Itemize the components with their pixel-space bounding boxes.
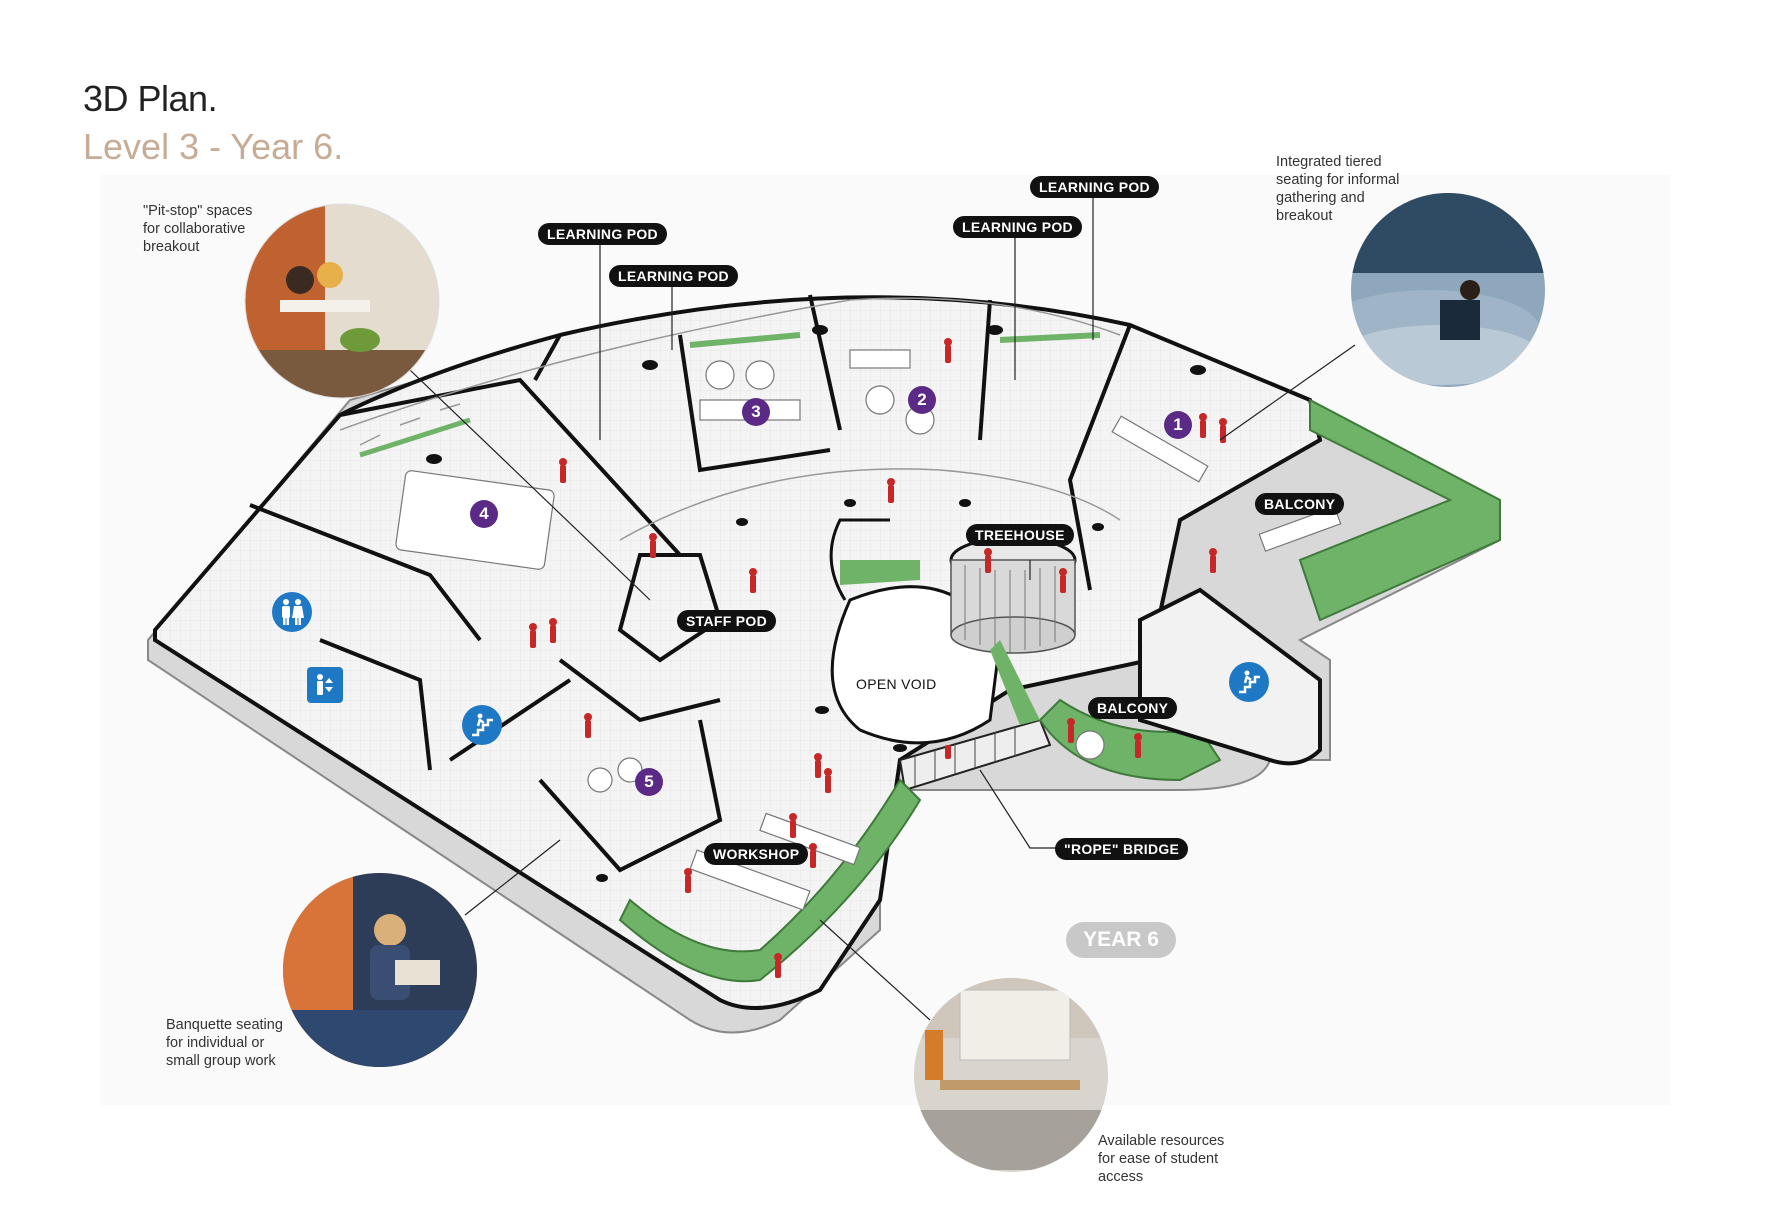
label-balcony-lower: BALCONY bbox=[1088, 697, 1178, 719]
label-open-void: OPEN VOID bbox=[856, 676, 937, 692]
glazing bbox=[339, 297, 1121, 541]
label-workshop: WORKSHOP bbox=[704, 843, 809, 865]
year-badge: YEAR 6 bbox=[1066, 922, 1176, 958]
marker-3: 3 bbox=[742, 398, 770, 426]
label-rope-bridge: "ROPE" BRIDGE bbox=[1055, 838, 1189, 860]
workshop-planter bbox=[618, 778, 922, 983]
marker-1: 1 bbox=[1164, 411, 1192, 439]
leader-lines bbox=[409, 195, 1356, 1021]
caption-tiered-seating: Integrated tiered seating for informal g… bbox=[1276, 154, 1400, 224]
columns bbox=[426, 325, 1206, 882]
stairs-icon-right bbox=[1229, 662, 1269, 702]
right-balcony-planter bbox=[1298, 398, 1501, 622]
void-planter-2 bbox=[990, 640, 1040, 725]
label-learning-pod-center: LEARNING POD bbox=[609, 265, 738, 287]
label-treehouse: TREEHOUSE bbox=[966, 524, 1074, 546]
label-learning-pod-far-right: LEARNING POD bbox=[1030, 176, 1159, 198]
label-learning-pod-left: LEARNING POD bbox=[538, 223, 667, 245]
treehouse bbox=[949, 536, 1077, 654]
page-subtitle: Level 3 - Year 6. bbox=[83, 126, 344, 167]
photo-resources bbox=[914, 978, 1108, 1172]
caption-banquette: Banquette seating for individual or smal… bbox=[166, 1017, 283, 1069]
label-balcony-upper: BALCONY bbox=[1255, 493, 1345, 515]
void-planter-1 bbox=[840, 560, 920, 585]
caption-resources: Available resources for ease of student … bbox=[1098, 1133, 1225, 1185]
marker-2: 2 bbox=[908, 386, 936, 414]
marker-4: 4 bbox=[470, 500, 498, 528]
lift-icon bbox=[307, 667, 343, 703]
label-learning-pod-right: LEARNING POD bbox=[953, 216, 1082, 238]
label-staff-pod: STAFF POD bbox=[677, 610, 776, 632]
toilets-icon bbox=[272, 592, 312, 632]
page-title: 3D Plan. bbox=[83, 78, 218, 119]
marker-5: 5 bbox=[635, 768, 663, 796]
photo-banquette bbox=[283, 873, 477, 1067]
caption-pit-stop: "Pit-stop" spaces for collaborative brea… bbox=[143, 203, 253, 255]
stairs-icon-left bbox=[462, 705, 502, 745]
rope-bridge bbox=[898, 718, 1052, 792]
